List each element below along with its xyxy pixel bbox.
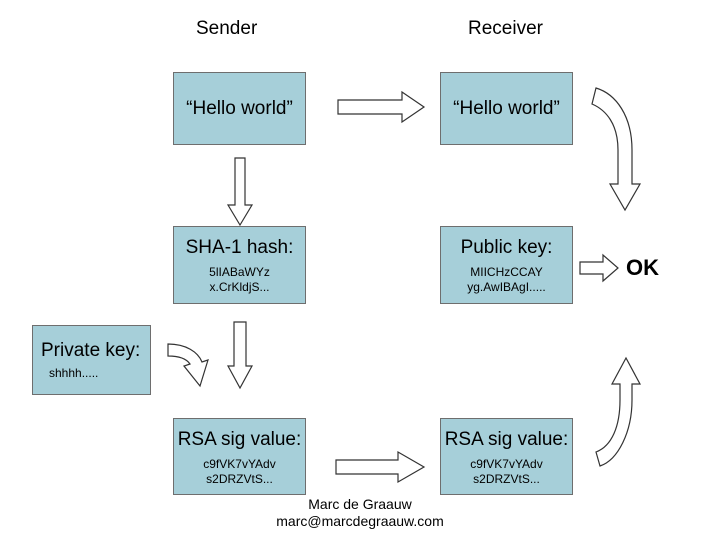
receiver-signature-box: RSA sig value: c9fVK7vYAdv s2DRZVtS...: [440, 418, 573, 495]
sha1-hash-title: SHA-1 hash:: [185, 237, 294, 258]
private-key-value: shhhh.....: [49, 366, 99, 380]
private-key-title: Private key:: [41, 340, 141, 361]
receiver-signature-line2: s2DRZVtS...: [473, 472, 540, 486]
receiver-message-text: “Hello world”: [453, 98, 560, 119]
ok-result: OK: [626, 255, 659, 280]
sender-message-box: “Hello world”: [173, 72, 306, 145]
public-key-title: Public key:: [460, 237, 553, 258]
send-signature-arrow: [335, 450, 426, 484]
author-credit: Marc de Graauw marc@marcdegraauw.com: [260, 496, 460, 530]
sender-signature-line2: s2DRZVtS...: [206, 472, 273, 486]
sha1-hash-line2: x.CrKldjS...: [209, 280, 270, 294]
receiver-signature-curved-arrow: [595, 356, 642, 467]
receiver-signature-title: RSA sig value:: [444, 429, 569, 450]
sender-signature-title: RSA sig value:: [177, 429, 302, 450]
ok-arrow: [579, 253, 619, 283]
send-message-arrow: [337, 90, 426, 124]
sender-signature-line1: c9fVK7vYAdv: [203, 457, 276, 471]
receiver-message-curved-arrow: [591, 87, 642, 212]
receiver-signature-line1: c9fVK7vYAdv: [470, 457, 543, 471]
public-key-line1: MIICHzCCAY: [470, 265, 543, 279]
author-name: Marc de Graauw: [308, 496, 412, 512]
sender-column-title: Sender: [196, 18, 258, 39]
sha1-hash-line1: 5lIABaWYz: [209, 265, 270, 279]
private-key-box: Private key: shhhh.....: [32, 325, 151, 395]
message-to-hash-arrow: [226, 157, 254, 227]
author-email: marc@marcdegraauw.com: [276, 513, 444, 529]
receiver-message-box: “Hello world”: [440, 72, 573, 145]
private-key-curved-arrow: [167, 343, 209, 388]
receiver-column-title: Receiver: [468, 18, 543, 39]
sender-signature-box: RSA sig value: c9fVK7vYAdv s2DRZVtS...: [173, 418, 306, 495]
public-key-box: Public key: MIICHzCCAY yg.AwIBAgI.....: [440, 226, 573, 304]
public-key-line2: yg.AwIBAgI.....: [467, 280, 546, 294]
sender-message-text: “Hello world”: [186, 98, 293, 119]
hash-to-signature-arrow: [226, 321, 254, 390]
sha1-hash-box: SHA-1 hash: 5lIABaWYz x.CrKldjS...: [173, 226, 306, 304]
